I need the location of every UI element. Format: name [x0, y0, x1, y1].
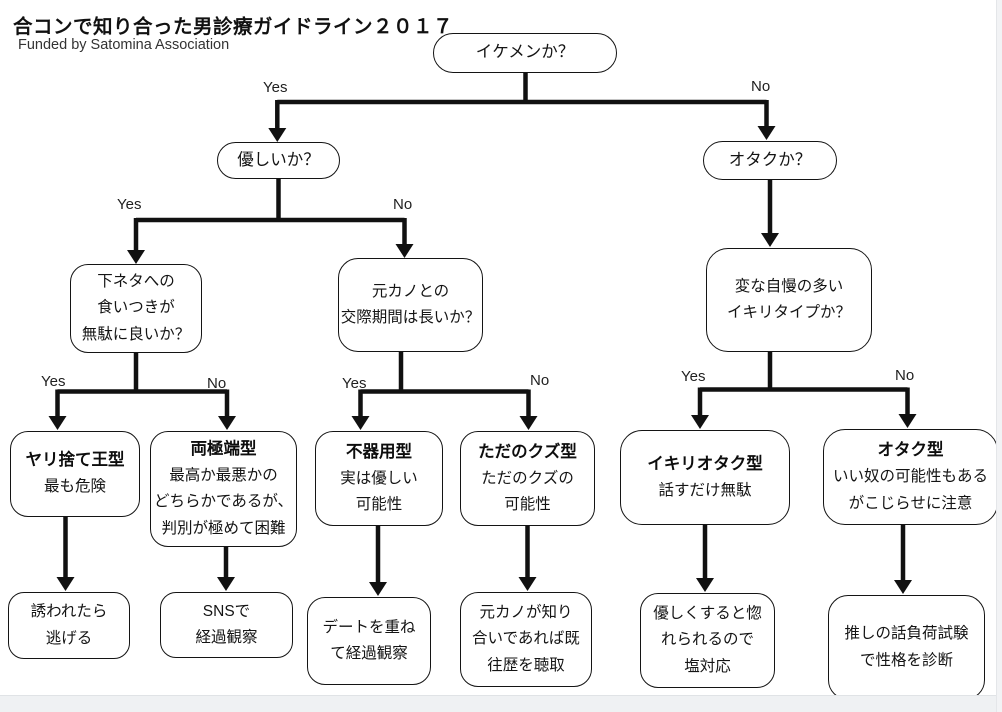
- node-otaku-question-text: オタクか？: [728, 150, 812, 169]
- node-type-kuzu-desc: ただのクズの 可能性: [481, 469, 574, 514]
- node-handsome-question-text: イケメンか？: [475, 43, 575, 62]
- node-ikiri-question: 変な自慢の多い イキリタイプか？: [706, 248, 872, 352]
- node-kind-question-text: 優しいか？: [237, 150, 320, 169]
- node-dirty-joke-question-text: 下ネタへの 食いつきが 無駄に良いか？: [81, 273, 191, 343]
- edge-label-root-no: No: [751, 78, 771, 95]
- edge-label-ikiri-yes: Yes: [681, 368, 706, 385]
- node-action-shio-taiou-text: 優しくすると惚 れられるので 塩対応: [653, 605, 762, 675]
- page-edge-bottom: [0, 695, 1002, 712]
- node-type-yarisute: ヤリ捨て王型 最も危険: [10, 431, 140, 517]
- node-action-sns-observe-text: SNSで 経過観察: [195, 602, 258, 646]
- page-title: 合コンで知り合った男診療ガイドライン２０１７: [13, 16, 454, 38]
- node-action-date-observe-text: デートを重ね て経過観察: [322, 618, 416, 662]
- edge-label-kind-no: No: [393, 196, 413, 213]
- node-type-ikiri-otaku: イキリオタク型 話すだけ無駄: [620, 430, 790, 525]
- edge-label-ex-no: No: [530, 372, 550, 389]
- node-dirty-joke-question: 下ネタへの 食いつきが 無駄に良いか？: [70, 264, 202, 353]
- node-type-ryoukyokutan: 両極端型 最高か最悪かの どちらかであるが、 判別が極めて困難: [150, 431, 297, 547]
- edge-label-ex-yes: Yes: [342, 375, 367, 392]
- edge-lines: [55, 73, 910, 583]
- page-edge-right: [996, 0, 1002, 712]
- node-type-ikiri-otaku-title: イキリオタク型: [647, 454, 763, 473]
- node-action-take-history-text: 元カノが知り 合いであれば既 往歴を聴取: [472, 604, 580, 674]
- node-type-yarisute-title: ヤリ捨て王型: [25, 451, 125, 470]
- node-ikiri-question-text: 変な自慢の多い イキリタイプか？: [726, 277, 851, 321]
- node-type-otaku-title: オタク型: [877, 441, 944, 460]
- page-subtitle: Funded by Satomina Association: [18, 37, 230, 53]
- edge-label-dirty-no: No: [207, 375, 227, 392]
- node-action-oshi-load-test: 推しの話負荷試験 で性格を診断: [828, 595, 985, 700]
- edge-label-root-yes: Yes: [263, 79, 288, 96]
- node-action-run-away-text: 誘われたら 逃げる: [30, 603, 108, 647]
- node-kind-question: 優しいか？: [217, 142, 340, 179]
- edge-label-ikiri-no: No: [895, 367, 915, 384]
- node-action-run-away: 誘われたら 逃げる: [8, 592, 130, 659]
- node-type-bukiyou: 不器用型 実は優しい 可能性: [315, 431, 443, 526]
- node-type-yarisute-desc: 最も危険: [43, 478, 106, 496]
- node-action-shio-taiou: 優しくすると惚 れられるので 塩対応: [640, 593, 775, 688]
- node-type-bukiyou-desc: 実は優しい 可能性: [340, 469, 418, 514]
- node-type-otaku-desc: いい奴の可能性もある がこじらせに注意: [832, 468, 988, 512]
- node-otaku-question: オタクか？: [703, 141, 837, 180]
- node-type-otaku: オタク型 いい奴の可能性もある がこじらせに注意: [823, 429, 998, 525]
- node-action-sns-observe: SNSで 経過観察: [160, 592, 293, 658]
- node-type-bukiyou-title: 不器用型: [346, 442, 412, 461]
- node-action-take-history: 元カノが知り 合いであれば既 往歴を聴取: [460, 592, 592, 687]
- edge-label-dirty-yes: Yes: [41, 373, 66, 390]
- node-type-ikiri-otaku-desc: 話すだけ無駄: [658, 481, 752, 499]
- node-handsome-question: イケメンか？: [433, 33, 617, 73]
- node-ex-girlfriend-question: 元カノとの 交際期間は長いか？: [338, 258, 483, 352]
- node-ex-girlfriend-question-text: 元カノとの 交際期間は長いか？: [340, 282, 481, 326]
- edge-arrowheads: [48, 126, 917, 596]
- node-type-kuzu: ただのクズ型 ただのクズの 可能性: [460, 431, 595, 526]
- node-type-ryoukyokutan-title: 両極端型: [190, 439, 257, 458]
- node-type-kuzu-title: ただのクズ型: [478, 442, 577, 461]
- node-type-ryoukyokutan-desc: 最高か最悪かの どちらかであるが、 判別が極めて困難: [153, 467, 294, 537]
- node-action-oshi-load-test-text: 推しの話負荷試験 で性格を診断: [844, 625, 969, 669]
- node-action-date-observe: デートを重ね て経過観察: [307, 597, 431, 685]
- edge-label-kind-yes: Yes: [117, 196, 142, 213]
